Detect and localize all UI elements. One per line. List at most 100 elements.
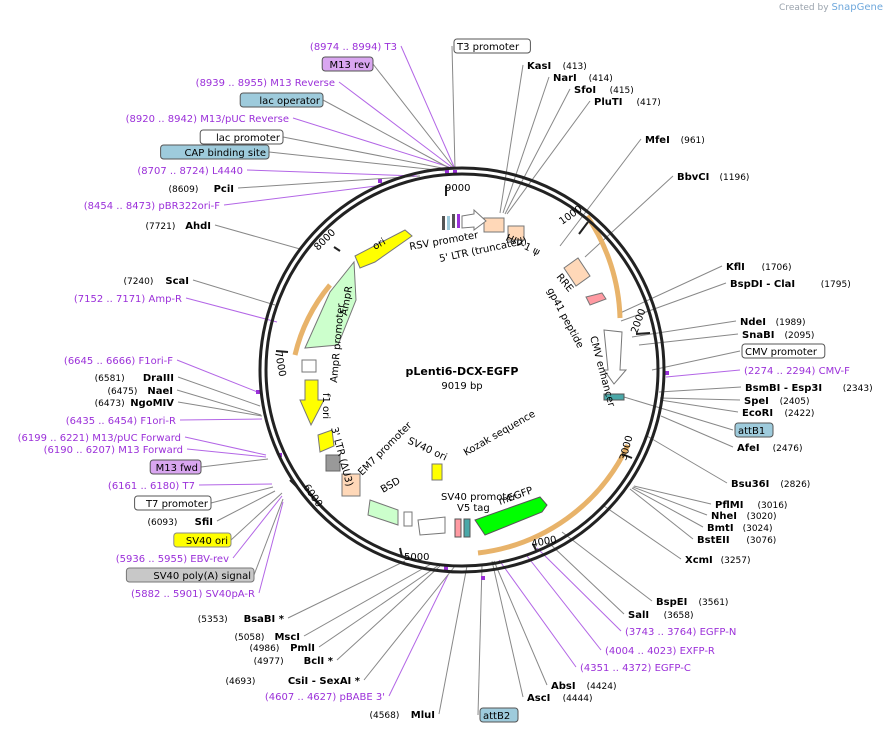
site-sfii[interactable]: SfiI(6093) bbox=[147, 517, 213, 528]
site-snabi[interactable]: SnaBI(2095) bbox=[742, 330, 814, 341]
leader-line bbox=[660, 415, 734, 448]
site-pluti[interactable]: PluTI(417) bbox=[594, 97, 661, 108]
ltr-3-feature[interactable] bbox=[317, 429, 335, 453]
site-l4440[interactable]: (8707 .. 8724) L4440 bbox=[137, 166, 243, 177]
site-sfoi[interactable]: SfoI(415) bbox=[574, 85, 634, 96]
site-f1ori-f[interactable]: (6645 .. 6666) F1ori-F bbox=[64, 356, 173, 367]
site-m13-rev[interactable]: M13 rev bbox=[321, 56, 374, 72]
site-m13-puc-forward[interactable]: (6199 .. 6221) M13/pUC Forward bbox=[18, 433, 181, 444]
site-m13-forward[interactable]: (6190 .. 6207) M13 Forward bbox=[44, 445, 183, 456]
site-t3-promoter[interactable]: T3 promoter bbox=[453, 38, 531, 54]
rsv-promoter-feature[interactable] bbox=[461, 208, 487, 231]
v5-tag-teal[interactable] bbox=[463, 518, 471, 538]
site-ecori[interactable]: EcoRI(2422) bbox=[742, 408, 814, 419]
ampr-feature[interactable] bbox=[304, 260, 357, 349]
site-t7-promoter[interactable]: T7 promoter bbox=[134, 495, 212, 511]
em7-promoter-feature[interactable] bbox=[341, 473, 361, 497]
gp41-peptide-feature[interactable] bbox=[585, 292, 607, 306]
site-lac-operator[interactable]: lac operator bbox=[239, 92, 324, 108]
site-bcli[interactable]: BclI *(4977) bbox=[254, 656, 334, 667]
site-exfp-r[interactable]: (4004 .. 4023) EXFP-R bbox=[605, 646, 715, 657]
site-csii-sexai[interactable]: CsiI - SexAI *(4693) bbox=[225, 676, 360, 687]
hiv-psi-feature[interactable] bbox=[507, 225, 525, 241]
attb1-feature[interactable] bbox=[603, 393, 625, 401]
feature-box bbox=[479, 707, 519, 723]
site-attb2[interactable]: attB2 bbox=[479, 707, 519, 723]
sv40-promoter-feature[interactable] bbox=[417, 516, 446, 536]
bsd-small-box[interactable] bbox=[403, 511, 413, 527]
site-egfp-c[interactable]: (4351 .. 4372) EGFP-C bbox=[580, 663, 691, 674]
site-bmti[interactable]: BmtI(3024) bbox=[707, 523, 773, 534]
site-f1ori-r[interactable]: (6435 .. 6454) F1ori-R bbox=[66, 416, 176, 427]
site-sv40-ori[interactable]: SV40 ori bbox=[173, 532, 232, 548]
site-msci[interactable]: MscI(5058) bbox=[234, 632, 300, 643]
site-m13-reverse[interactable]: (8939 .. 8955) M13 Reverse bbox=[196, 78, 335, 89]
site-lac-promoter[interactable]: lac promoter bbox=[199, 129, 284, 145]
site-naei[interactable]: NaeI(6475) bbox=[107, 386, 173, 397]
site-sv40pa-r[interactable]: (5882 .. 5901) SV40pA-R bbox=[131, 589, 255, 600]
site-bsabi[interactable]: BsaBI *(5353) bbox=[198, 614, 285, 625]
sv40-ori-feature[interactable] bbox=[431, 463, 443, 481]
primer-mark bbox=[445, 170, 449, 174]
site-asci[interactable]: AscI(4444) bbox=[527, 693, 593, 704]
v5-tag-feature[interactable] bbox=[454, 518, 462, 538]
site-m13-puc-reverse[interactable]: (8920 .. 8942) M13/pUC Reverse bbox=[126, 114, 289, 125]
site-t3[interactable]: (8974 .. 8994) T3 bbox=[310, 42, 397, 53]
site-spei[interactable]: SpeI(2405) bbox=[744, 396, 810, 407]
leader-line bbox=[506, 100, 591, 215]
feature-label-ampr: AmpR bbox=[339, 285, 355, 316]
site-pbabe-3[interactable]: (4607 .. 4627) pBABE 3' bbox=[265, 692, 385, 703]
site-bsu36i[interactable]: Bsu36I(2826) bbox=[731, 479, 810, 490]
site-absi[interactable]: AbsI(4424) bbox=[551, 681, 617, 692]
site-nari[interactable]: NarI(414) bbox=[553, 73, 613, 84]
site-ebv-rev[interactable]: (5936 .. 5955) EBV-rev bbox=[116, 554, 229, 565]
site-cap-binding-site[interactable]: CAP binding site bbox=[160, 144, 270, 160]
ltr-3-dU3-box[interactable] bbox=[325, 454, 341, 472]
site-sv40-poly-a-signal[interactable]: SV40 poly(A) signal bbox=[125, 567, 255, 583]
site-sali[interactable]: SalI(3658) bbox=[628, 610, 694, 621]
site-m13-fwd[interactable]: M13 fwd bbox=[149, 459, 202, 475]
site-xcmi[interactable]: XcmI(3257) bbox=[685, 555, 751, 566]
ltr-5-feature[interactable] bbox=[483, 217, 505, 233]
site-pbr322ori-f[interactable]: (8454 .. 8473) pBR322ori-F bbox=[84, 201, 220, 212]
site-bsmbi-esp3i[interactable]: BsmBI - Esp3I(2343) bbox=[745, 383, 873, 394]
site-scai[interactable]: ScaI(7240) bbox=[123, 276, 189, 287]
site-attb1[interactable]: attB1 bbox=[734, 422, 774, 438]
site-bbvci[interactable]: BbvCI(1196) bbox=[677, 172, 749, 183]
f1-ori-feature[interactable] bbox=[299, 379, 325, 427]
site-bsteii[interactable]: BstEII(3076) bbox=[697, 535, 776, 546]
site-t7[interactable]: (6161 .. 6180) T7 bbox=[108, 481, 195, 492]
site-egfp-n[interactable]: (3743 .. 3764) EGFP-N bbox=[625, 627, 736, 638]
site-bspdi-clai[interactable]: BspDI - ClaI(1795) bbox=[730, 279, 851, 290]
rre-feature[interactable] bbox=[563, 257, 591, 287]
site-mlui[interactable]: MluI(4568) bbox=[369, 710, 435, 721]
site-amp-r[interactable]: (7152 .. 7171) Amp-R bbox=[74, 294, 182, 305]
site-afei[interactable]: AfeI(2476) bbox=[737, 443, 803, 454]
ampr-promoter-feature[interactable] bbox=[301, 359, 317, 373]
site-position: (2422) bbox=[785, 409, 815, 419]
site-pcii[interactable]: PciI(8609) bbox=[168, 184, 234, 195]
site-cmv-f[interactable]: (2274 .. 2294) CMV-F bbox=[744, 366, 850, 377]
site-position: (7240) bbox=[123, 277, 153, 287]
megfp-feature[interactable] bbox=[474, 496, 548, 536]
site-name: M13 rev bbox=[330, 60, 371, 71]
site-draiii[interactable]: DraIII(6581) bbox=[95, 373, 174, 384]
tick-mark bbox=[578, 221, 589, 235]
site-ndei[interactable]: NdeI(1989) bbox=[740, 317, 806, 328]
cmv-enhancer-feature[interactable] bbox=[603, 329, 628, 385]
site-mfei[interactable]: MfeI(961) bbox=[645, 135, 705, 146]
site-name: SV40 poly(A) signal bbox=[153, 571, 251, 582]
bsd-feature[interactable] bbox=[367, 499, 399, 526]
leader-line bbox=[363, 565, 456, 681]
site-ngomiv[interactable]: NgoMIV(6473) bbox=[95, 398, 175, 409]
site-bspei[interactable]: BspEI(3561) bbox=[656, 597, 728, 608]
site-pflmi[interactable]: PflMI(3016) bbox=[715, 500, 787, 511]
site-kfli[interactable]: KflI(1706) bbox=[726, 262, 792, 273]
site-position: (5353) bbox=[198, 615, 228, 625]
site-cmv-promoter[interactable]: CMV promoter bbox=[741, 343, 826, 359]
site-ahdi[interactable]: AhdI(7721) bbox=[145, 221, 211, 232]
site-pmli[interactable]: PmlI(4986) bbox=[249, 643, 315, 654]
site-kasi[interactable]: KasI(413) bbox=[527, 61, 587, 72]
site-nhei[interactable]: NheI(3020) bbox=[711, 511, 777, 522]
ori-feature[interactable] bbox=[354, 229, 413, 269]
